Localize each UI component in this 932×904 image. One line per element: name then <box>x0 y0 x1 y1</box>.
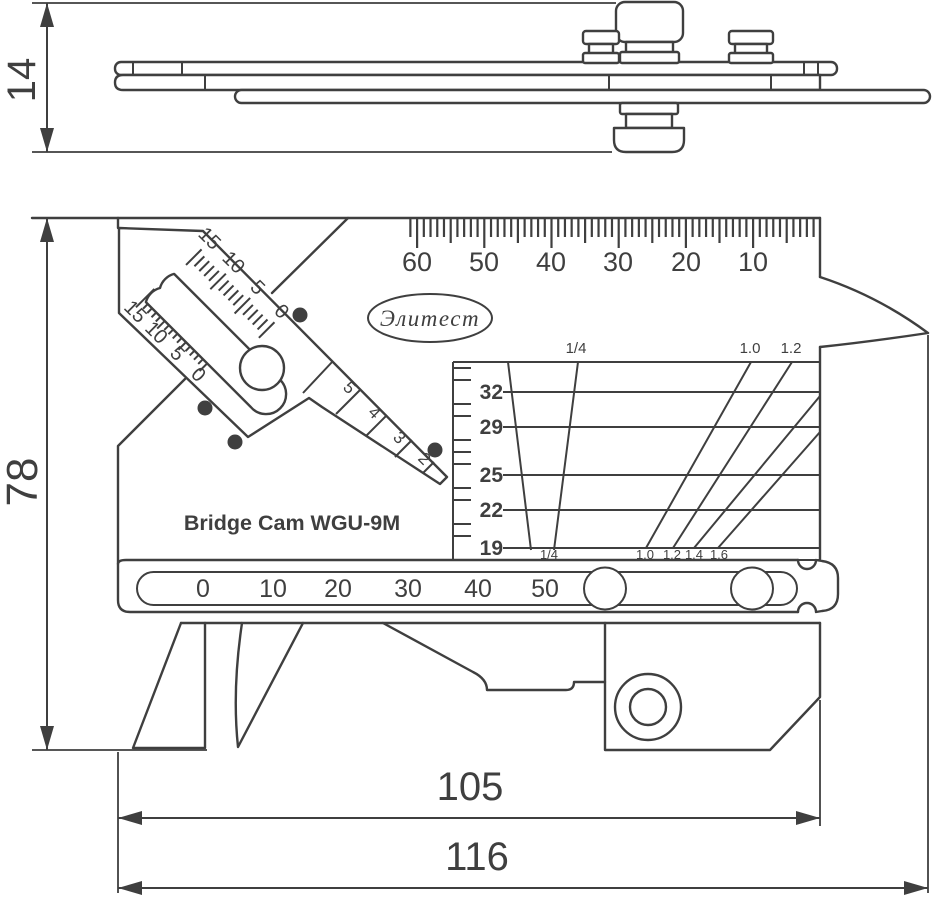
left-screw-base <box>581 51 621 65</box>
dim-116-label: 116 <box>445 835 509 879</box>
chart-bottom-label-1-6: 1.6 <box>710 547 728 562</box>
ruler-label-10: 10 <box>738 247 768 277</box>
side-slider-plate <box>233 88 932 105</box>
chart-label-22: 22 <box>480 499 503 522</box>
main-knob-base <box>618 50 681 65</box>
pivot-ring-inner <box>628 687 668 727</box>
front-view <box>30 216 930 752</box>
slot-label-40: 40 <box>464 575 492 603</box>
bottom-knob-base <box>618 101 680 116</box>
chart-bottom-label-1-2: 1.2 <box>663 547 681 562</box>
dim-14-label: 14 <box>0 58 44 103</box>
right-screw-cap <box>727 29 775 46</box>
chart-bottom-label-1-0: 1.0 <box>636 547 654 562</box>
left-foot <box>131 621 207 750</box>
chart-quarter-lines <box>507 361 579 551</box>
ruler-label-30: 30 <box>603 247 633 277</box>
slot-scale: 0 10 20 30 40 50 <box>196 575 559 603</box>
dimension-78: 78 <box>0 218 207 751</box>
measuring-slot <box>136 571 798 606</box>
ruler-label-60: 60 <box>402 247 432 277</box>
side-plate-joints <box>132 62 819 75</box>
chart-top-label-1-2: 1.2 <box>781 340 802 357</box>
side-plate-joints-2 <box>204 75 772 90</box>
slot-label-0: 0 <box>196 575 210 603</box>
mid-step-edge <box>381 621 607 692</box>
side-view <box>113 0 932 154</box>
chart-top-label-1-0: 1.0 <box>740 340 761 357</box>
chart-label-25: 25 <box>480 464 504 487</box>
slot-label-10: 10 <box>259 575 287 603</box>
chart-top-label-quarter: 1/4 <box>566 340 587 357</box>
undercut-wedge-dividers <box>302 360 435 474</box>
chart-bottom-label-1-4: 1.4 <box>685 547 703 562</box>
ruler-label-40: 40 <box>536 247 566 277</box>
vernier-plate <box>117 226 449 486</box>
pointer-claw <box>234 621 305 749</box>
logo-ellipse <box>367 293 493 343</box>
chart-label-29: 29 <box>480 416 503 439</box>
dim-105-label: 105 <box>437 765 504 809</box>
right-block <box>603 621 822 752</box>
ruler-label-20: 20 <box>671 247 701 277</box>
hook-blade <box>818 275 930 349</box>
right-screw-base <box>727 51 775 65</box>
channel-edge <box>270 216 350 295</box>
slider-bar-end-cap <box>796 558 840 614</box>
slider-bar-top-edge <box>116 558 800 566</box>
logo-text: Элитест <box>380 306 480 331</box>
pin-dot-4 <box>427 442 443 458</box>
chart-label-19: 19 <box>480 537 503 560</box>
ruler-tick-marks <box>409 218 815 248</box>
pin-dot-1 <box>292 307 308 323</box>
body-left-bottom-edge <box>116 377 800 614</box>
chart-diagonal-lines <box>645 361 821 549</box>
slot-label-50: 50 <box>531 575 559 603</box>
main-knob-cap <box>614 0 685 44</box>
pin-dot-3 <box>227 434 243 450</box>
chart-label-32: 32 <box>480 381 503 404</box>
angle-vernier: 15 10 5 0 15 10 5 0 5 4 3 2 <box>117 216 449 486</box>
bottom-knob-cap <box>612 126 686 154</box>
slot-label-20: 20 <box>324 575 352 603</box>
dim-78-label: 78 <box>0 458 47 507</box>
dimension-105: 105 <box>117 335 929 893</box>
slot-label-30: 30 <box>394 575 422 603</box>
slot-roller-right <box>730 566 774 611</box>
side-middle-plate <box>113 73 822 92</box>
ruler-label-50: 50 <box>469 247 499 277</box>
logo: Элитест <box>367 293 493 343</box>
bottom-knob-neck <box>624 112 674 130</box>
side-top-plate <box>113 60 839 77</box>
left-screw-cap <box>581 29 621 46</box>
chart-bottom-label-quarter: 1/4 <box>540 547 558 562</box>
pipe-diameter-chart: 32 29 25 22 19 1/4 1.0 1.2 1/4 1.0 1.2 1… <box>452 340 821 562</box>
chart-value-lines <box>503 391 820 549</box>
model-title: Bridge Cam WGU-9M <box>184 511 400 535</box>
chart-tick-marks <box>453 367 471 537</box>
vernier-knob <box>238 344 286 392</box>
dimension-14: 14 <box>0 2 616 153</box>
pin-dot-2 <box>197 400 213 416</box>
top-ruler: 60 50 40 30 20 10 <box>402 218 815 277</box>
vernier-upper-ticks <box>185 248 276 339</box>
dimension-116: 116 <box>118 835 928 895</box>
slot-roller-left <box>583 566 627 611</box>
